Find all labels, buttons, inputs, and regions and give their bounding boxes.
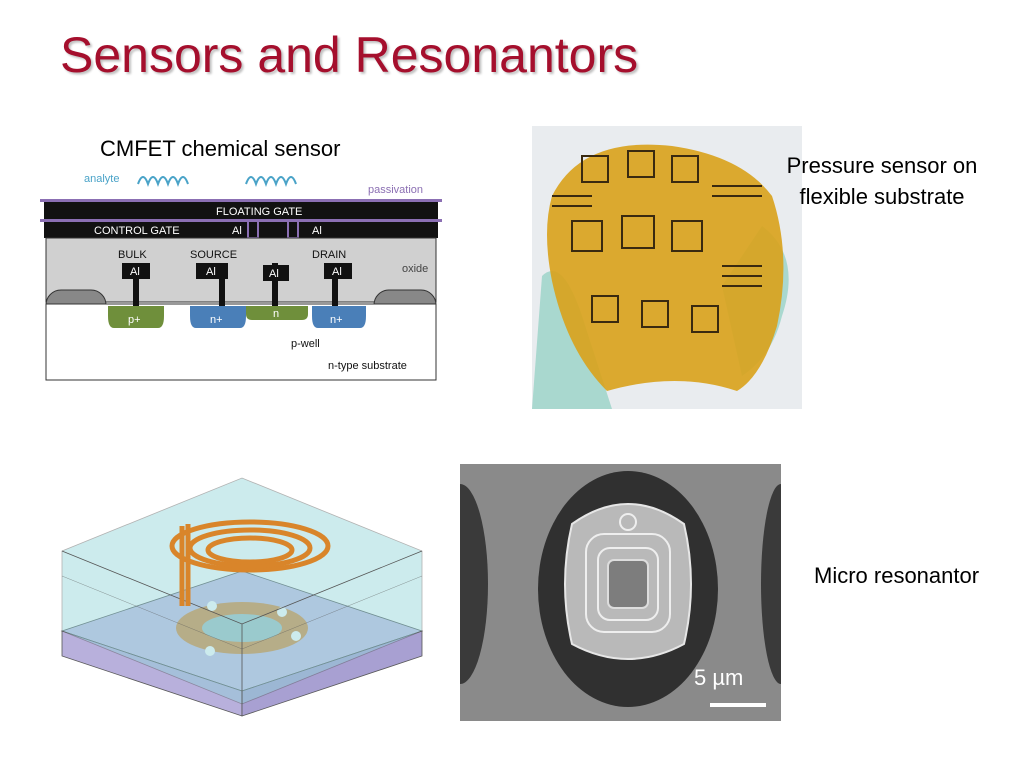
pad-hole [205, 646, 215, 656]
n-plus-region-drain [312, 306, 366, 328]
drain-via [332, 279, 338, 306]
bulk-contact [122, 263, 150, 279]
bulk-label: BULK [118, 249, 147, 261]
upper-coil [169, 519, 331, 606]
control-gate-label: CONTROL GATE [94, 225, 180, 237]
slide-title: Sensors and Resonantors [60, 27, 639, 83]
bulk-via [133, 279, 139, 306]
resonator-anchor [619, 513, 637, 531]
drain-label: DRAIN [312, 249, 346, 261]
passivation-label: passivation [368, 184, 423, 196]
floating-gate-label: FLOATING GATE [216, 206, 302, 218]
control-gate [44, 222, 438, 238]
floating-gate [44, 202, 438, 219]
pressure-caption-line1: Pressure sensor on [786, 153, 978, 178]
neighbor-cavity-right [761, 484, 781, 684]
oxide-label: oxide [402, 263, 428, 275]
passivation-layer-lower [40, 219, 442, 222]
sem-micrograph: 5 µm [460, 464, 781, 721]
base-layer-right [241, 630, 423, 717]
oxide-layer [45, 237, 437, 303]
resonator-3d-model [60, 477, 424, 717]
pressure-sensor-photo [532, 126, 802, 409]
substrate-label: n-type substrate [328, 360, 407, 372]
encapsulant-block [61, 477, 423, 705]
pad-hole [291, 631, 301, 641]
scale-bar-label: 5 µm [694, 665, 743, 690]
p-well-label: p-well [291, 338, 320, 350]
al-label: Al [206, 266, 216, 278]
n-plus-label: n+ [330, 314, 343, 326]
sensor-patterns [552, 150, 762, 333]
passivation-layer [40, 199, 442, 202]
scale-bar [710, 703, 766, 707]
cmfet-caption: CMFET chemical sensor [100, 136, 341, 161]
layer-line [61, 575, 423, 650]
n-plus-label: n+ [210, 314, 223, 326]
source-via [219, 279, 225, 306]
pressure-caption-line2: flexible substrate [799, 184, 965, 209]
analyte-label: analyte [84, 173, 119, 185]
cmfet-diagram: analyte passivation FLOATING GATE CONTRO… [40, 173, 442, 381]
analyte-waves [137, 176, 297, 187]
n-plus-region-source [190, 306, 246, 328]
source-label: SOURCE [190, 249, 237, 261]
al-label: Al [332, 266, 342, 278]
n-region [246, 306, 308, 320]
resonator-rings [585, 533, 671, 633]
pad-hole [277, 607, 287, 617]
pad-hole [207, 601, 217, 611]
source-contact [196, 263, 228, 279]
p-plus-label: p+ [128, 314, 141, 326]
al-label: Al [232, 225, 242, 237]
neighbor-cavity-left [460, 484, 488, 684]
al-label: Al [312, 225, 322, 237]
resonator-center [607, 559, 649, 609]
gate-via [272, 263, 278, 306]
n-label: n [273, 308, 279, 320]
al-label: Al [269, 268, 279, 280]
pressure-caption: Pressure sensor on flexible substrate [770, 150, 994, 212]
p-plus-region [108, 306, 164, 328]
gate-contact [263, 265, 289, 281]
resonator-caption: Micro resonantor [814, 563, 980, 588]
al-label: Al [130, 266, 140, 278]
drain-contact [324, 263, 352, 279]
polyimide-film [547, 144, 784, 391]
